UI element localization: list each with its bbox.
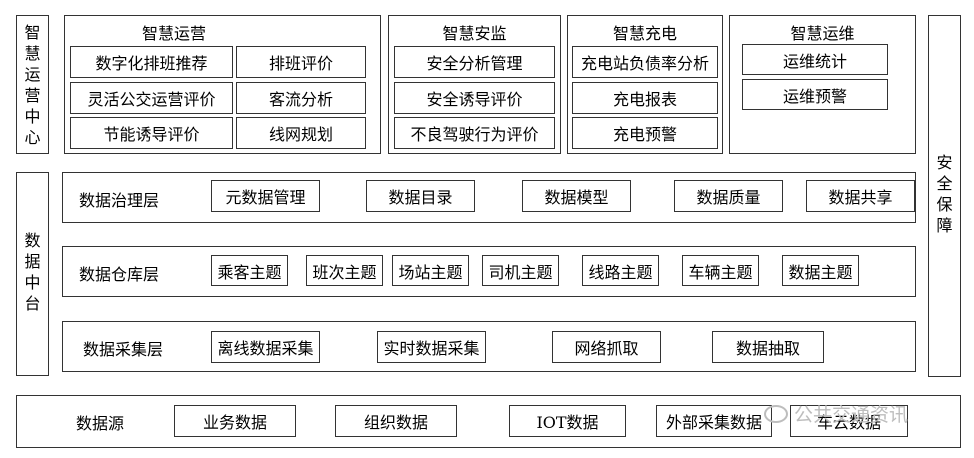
data-sources-layer xyxy=(16,395,961,448)
warehouse-layer-label: 数据仓库层 xyxy=(79,265,160,284)
maintenance-item-stats: 运维统计 xyxy=(742,44,888,75)
safety-item-bad-driving: 不良驾驶行为评价 xyxy=(394,117,555,149)
warehouse-layer xyxy=(62,246,916,297)
vertical-label-char: 障 xyxy=(936,216,953,235)
safety-item-analysis: 安全分析管理 xyxy=(394,46,555,78)
smart-ops-center-label: 智慧运营中心 xyxy=(16,22,49,148)
ops-item-network-planning: 线网规划 xyxy=(236,117,366,149)
watermark: 公共交通资讯 xyxy=(764,400,908,427)
ops-item-scheduling-eval: 排班评价 xyxy=(236,46,366,78)
watermark-text: 公共交通资讯 xyxy=(794,404,909,426)
source-item-business: 业务数据 xyxy=(174,405,296,437)
warehouse-item-route: 线路主题 xyxy=(582,255,659,286)
vertical-label-char: 据 xyxy=(24,252,41,271)
governance-item-quality: 数据质量 xyxy=(674,180,783,212)
maintenance-item-warning: 运维预警 xyxy=(742,79,888,110)
wechat-icon xyxy=(764,404,788,423)
collection-layer-label: 数据采集层 xyxy=(83,340,164,359)
warehouse-item-shift: 班次主题 xyxy=(306,255,383,286)
vertical-label-char: 营 xyxy=(24,86,41,105)
vertical-label-char: 心 xyxy=(24,128,41,147)
warehouse-item-vehicle: 车辆主题 xyxy=(682,255,759,286)
collection-item-extract: 数据抽取 xyxy=(712,331,824,363)
data-platform-label: 数据中台 xyxy=(16,230,49,314)
safety-item-induction: 安全诱导评价 xyxy=(394,82,555,114)
ops-item-passenger-flow: 客流分析 xyxy=(236,82,366,114)
smart-ops-center-panel xyxy=(16,15,49,154)
governance-item-catalog: 数据目录 xyxy=(366,180,475,212)
collection-item-crawl: 网络抓取 xyxy=(552,331,661,363)
source-item-vehicle-cloud: 车云数据 xyxy=(790,405,908,437)
warehouse-item-station: 场站主题 xyxy=(392,255,469,286)
vertical-label-char: 中 xyxy=(24,273,41,292)
warehouse-item-passenger: 乘客主题 xyxy=(211,255,288,286)
charging-item-load-analysis: 充电站负债率分析 xyxy=(572,46,718,78)
maintenance-title: 智慧运维 xyxy=(790,24,855,43)
ops-item-scheduling-recommend: 数字化排班推荐 xyxy=(70,46,233,78)
governance-layer xyxy=(62,172,916,223)
governance-item-metadata: 元数据管理 xyxy=(211,180,320,212)
data-platform-panel xyxy=(16,172,49,376)
governance-item-sharing: 数据共享 xyxy=(806,180,915,212)
ops-item-flexible-bus-eval: 灵活公交运营评价 xyxy=(70,82,233,114)
vertical-label-char: 中 xyxy=(24,107,41,126)
warehouse-item-driver: 司机主题 xyxy=(482,255,559,286)
vertical-label-char: 智 xyxy=(24,23,41,42)
governance-item-model: 数据模型 xyxy=(522,180,631,212)
charging-title: 智慧充电 xyxy=(612,24,677,43)
vertical-label-char: 全 xyxy=(936,174,953,193)
security-panel xyxy=(928,15,961,377)
collection-item-offline: 离线数据采集 xyxy=(211,331,320,363)
governance-layer-label: 数据治理层 xyxy=(79,191,160,210)
operations-title: 智慧运营 xyxy=(141,24,206,43)
charging-item-report: 充电报表 xyxy=(572,82,718,114)
vertical-label-char: 运 xyxy=(24,65,41,84)
vertical-label-char: 台 xyxy=(24,294,41,313)
vertical-label-char: 数 xyxy=(24,231,41,250)
warehouse-item-data: 数据主题 xyxy=(782,255,859,286)
vertical-label-char: 慧 xyxy=(24,44,41,63)
security-label: 安全保障 xyxy=(928,152,961,236)
vertical-label-char: 保 xyxy=(936,195,953,214)
source-item-organization: 组织数据 xyxy=(335,405,457,437)
ops-item-energy-eval: 节能诱导评价 xyxy=(70,117,233,149)
safety-title: 智慧安监 xyxy=(442,24,507,43)
data-sources-label: 数据源 xyxy=(76,414,125,433)
collection-item-realtime: 实时数据采集 xyxy=(377,331,486,363)
vertical-label-char: 安 xyxy=(936,153,953,172)
source-item-iot: IOT数据 xyxy=(509,405,626,437)
source-item-external: 外部采集数据 xyxy=(656,405,772,437)
charging-item-warning: 充电预警 xyxy=(572,117,718,149)
